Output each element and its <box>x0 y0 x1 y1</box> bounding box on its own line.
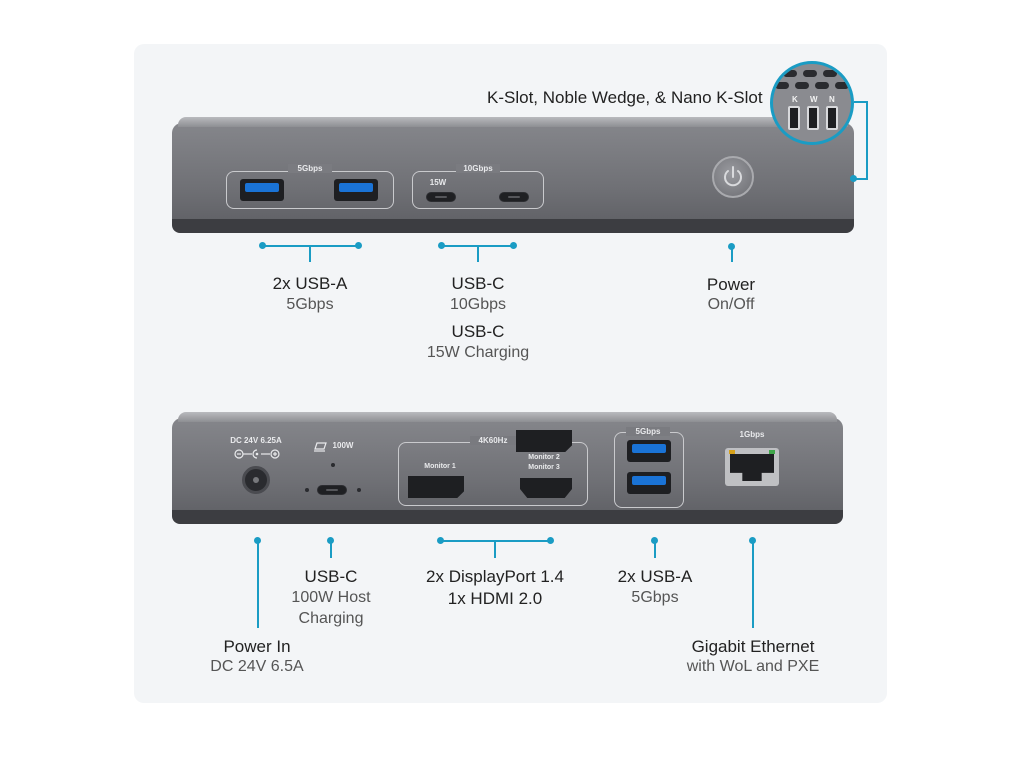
rear-usba-port-1 <box>627 440 671 462</box>
rear-usbc-title: USB-C <box>304 567 358 586</box>
slot-letter-n: N <box>829 95 835 104</box>
ethernet-title: Gigabit Ethernet <box>691 637 815 656</box>
kslot-callout-dot <box>850 175 857 182</box>
rear-usba-callout-line <box>654 540 656 558</box>
power-in-sub: DC 24V 6.5A <box>210 658 304 675</box>
front-power-sub: On/Off <box>707 296 755 313</box>
noble-wedge-slot <box>807 106 819 130</box>
front-power-callout-line <box>731 246 733 262</box>
video-line1: 2x DisplayPort 1.4 <box>426 567 564 586</box>
front-usba-title: 2x USB-A <box>272 274 348 293</box>
ethernet-speed-label: 1Gbps <box>739 430 765 439</box>
power-button[interactable] <box>712 156 754 198</box>
front-usbc-port-1 <box>426 192 456 202</box>
rear-usba-title: 2x USB-A <box>617 567 693 586</box>
front-device: 5Gbps 10Gbps 15W <box>172 117 854 233</box>
rear-usba-speed-label: 5Gbps <box>626 427 670 436</box>
nano-kslot <box>826 106 838 130</box>
laptop-icon <box>314 440 328 452</box>
ethernet-port <box>725 448 779 486</box>
front-usbc2-title: USB-C <box>451 322 505 341</box>
rear-usba-port-2 <box>627 472 671 494</box>
front-usbc1-title: USB-C <box>451 274 505 293</box>
monitor2-label: Monitor 2 <box>528 454 560 461</box>
rear-usbc-host-port <box>317 485 347 495</box>
rear-device: DC 24V 6.25A 100W 4K60Hz Monitor 1 Monit… <box>172 412 843 524</box>
dc-polarity-icon <box>232 447 282 461</box>
front-usbc-port-2 <box>499 192 529 202</box>
host-power-label: 100W <box>332 441 354 450</box>
dc-power-jack <box>242 466 270 494</box>
front-usba-port-2 <box>334 179 378 201</box>
displayport-1 <box>408 476 464 498</box>
kslot-zoom-circle: K W N <box>770 61 854 145</box>
rear-usbc-callout-line <box>330 540 332 558</box>
power-in-title: Power In <box>223 637 291 656</box>
rear-usbc-sub1: 100W Host <box>291 589 371 606</box>
kslot-callout-line-h <box>854 101 867 103</box>
displayport-2 <box>516 430 572 452</box>
front-usba-sub: 5Gbps <box>286 296 334 313</box>
front-power-title: Power <box>706 275 756 294</box>
slot-letter-k: K <box>792 95 798 104</box>
dc-rating-label: DC 24V 6.25A <box>230 436 282 445</box>
kslot <box>788 106 800 130</box>
rear-usba-sub: 5Gbps <box>631 589 679 606</box>
rear-usbc-sub2: Charging <box>298 610 364 627</box>
front-usbc-group <box>412 171 544 209</box>
monitor1-label: Monitor 1 <box>424 463 456 470</box>
video-resolution-label: 4K60Hz <box>470 436 516 445</box>
power-in-callout-line <box>257 540 259 628</box>
front-usba-speed-label: 5Gbps <box>288 164 332 173</box>
ethernet-callout-line <box>752 540 754 628</box>
monitor3-label: Monitor 3 <box>528 464 560 471</box>
front-usbc-speed-label: 10Gbps <box>456 164 500 173</box>
ethernet-sub: with WoL and PXE <box>686 658 820 675</box>
power-icon <box>724 166 742 187</box>
front-usbc2-sub: 15W Charging <box>426 344 530 361</box>
hdmi-port <box>520 478 572 498</box>
video-line2: 1x HDMI 2.0 <box>447 589 543 608</box>
kslot-callout-line-v <box>866 101 868 179</box>
front-usba-port-1 <box>240 179 284 201</box>
front-usbc1-sub: 10Gbps <box>449 296 507 313</box>
kslot-callout-title: K-Slot, Noble Wedge, & Nano K-Slot <box>487 88 763 107</box>
slot-letter-w: W <box>810 95 818 104</box>
front-usbc-power-label: 15W <box>429 178 447 187</box>
